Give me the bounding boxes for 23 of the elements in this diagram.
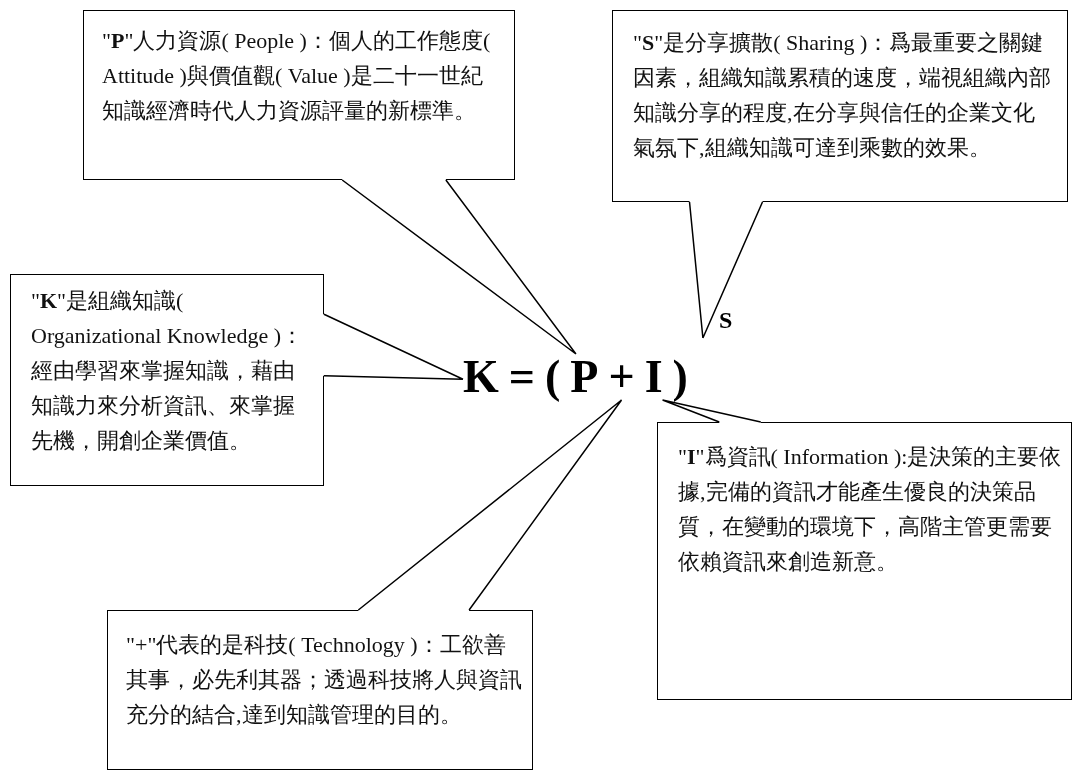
formula-symbol: + [608,354,635,400]
formula-symbol: ) [672,354,688,400]
callout-tail [357,399,623,611]
callout-text: "+"代表的是科技( Technology )：工欲善其事，必先利其器；透過科技將人與資訊充分的結合,達到知識管理的目的。 [126,631,522,729]
callout-box [612,10,1068,202]
formula-symbol: K [463,354,499,400]
formula-symbol: I [644,354,663,400]
callout-tail [661,399,762,423]
callout-box [83,10,515,180]
formula-symbol: P [570,354,599,400]
callout-tail [688,201,764,339]
formula-symbol: ( [545,354,561,400]
callout-tail [341,179,577,355]
formula-exponent: S [702,308,733,338]
callout-text: "S"是分享擴散( Sharing )：爲最重要之關鍵因素，組織知識累積的速度，端視組織內部知識分享的程度,在分享與信任的企業文化氣氛下,組織知識可達到乘數的效果。 [633,29,1052,162]
callout-box [107,610,533,770]
callout-text: "I"爲資訊( Information ):是決策的主要依據,完備的資訊才能產生優良的決策品質，在變動的環境下，高階主管更需要依賴資訊來創造新意。 [678,443,1063,576]
callout-box [657,422,1072,700]
callout-text: "P"人力資源( People )：個人的工作態度( Attitude )與價值觀( Value )是二十一世紀知識經濟時代人力資源評量的新標準。 [102,27,492,125]
callout-box [10,274,324,486]
callout-text: "K"是組織知識( Organizational Knowledge )：經由學習來掌握知識，藉由知識力來分析資訊、來掌握先機，開創企業價值。 [31,287,305,455]
callout-tail [323,313,464,381]
formula-symbol: = [508,354,535,400]
